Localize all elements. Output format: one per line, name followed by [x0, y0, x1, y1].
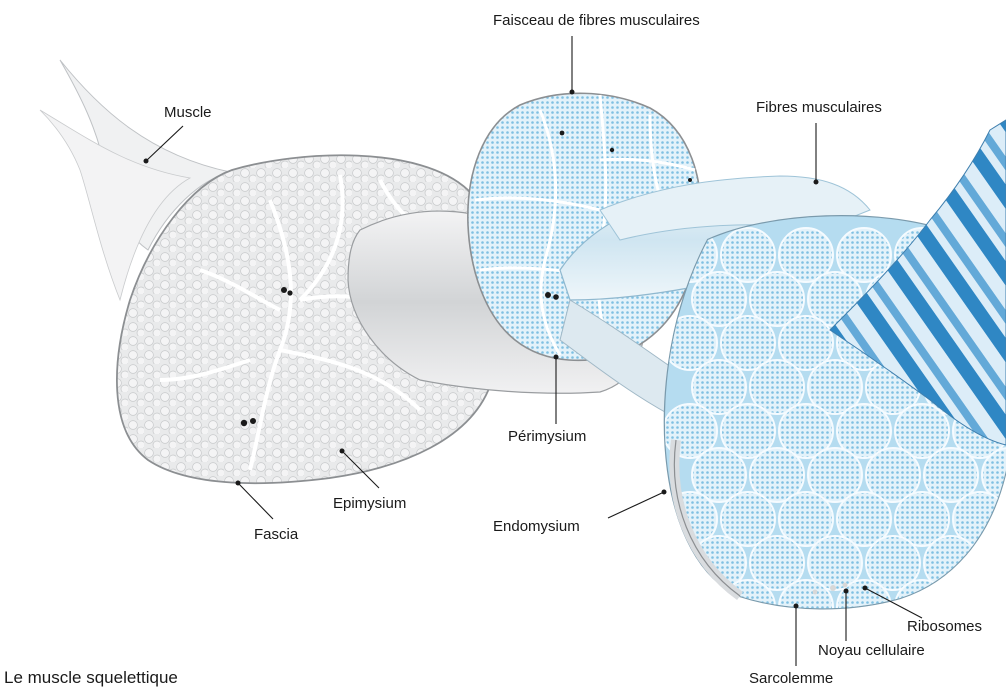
- label-fascia: Fascia: [236, 481, 299, 544]
- myofibril-circle: [982, 536, 1006, 590]
- label-faisceau-text: Faisceau de fibres musculaires: [493, 12, 700, 29]
- label-noyau-text: Noyau cellulaire: [818, 642, 925, 659]
- label-fibres-text: Fibres musculaires: [756, 99, 882, 116]
- label-epimysium-text: Epimysium: [333, 495, 406, 512]
- label-muscle-text: Muscle: [164, 104, 212, 121]
- label-endomysium-text: Endomysium: [493, 518, 580, 535]
- label-faisceau: Faisceau de fibres musculaires: [493, 12, 700, 95]
- label-ribosomes-text: Ribosomes: [907, 618, 982, 635]
- label-sarcolemme-text: Sarcolemme: [749, 670, 833, 687]
- label-endomysium: Endomysium: [493, 490, 667, 536]
- diagram-caption: Le muscle squelettique: [4, 668, 178, 687]
- myofibril-circle: [663, 580, 717, 634]
- label-perimysium-text: Périmysium: [508, 428, 586, 445]
- label-fibres: Fibres musculaires: [756, 99, 882, 185]
- label-fascia-text: Fascia: [254, 526, 299, 543]
